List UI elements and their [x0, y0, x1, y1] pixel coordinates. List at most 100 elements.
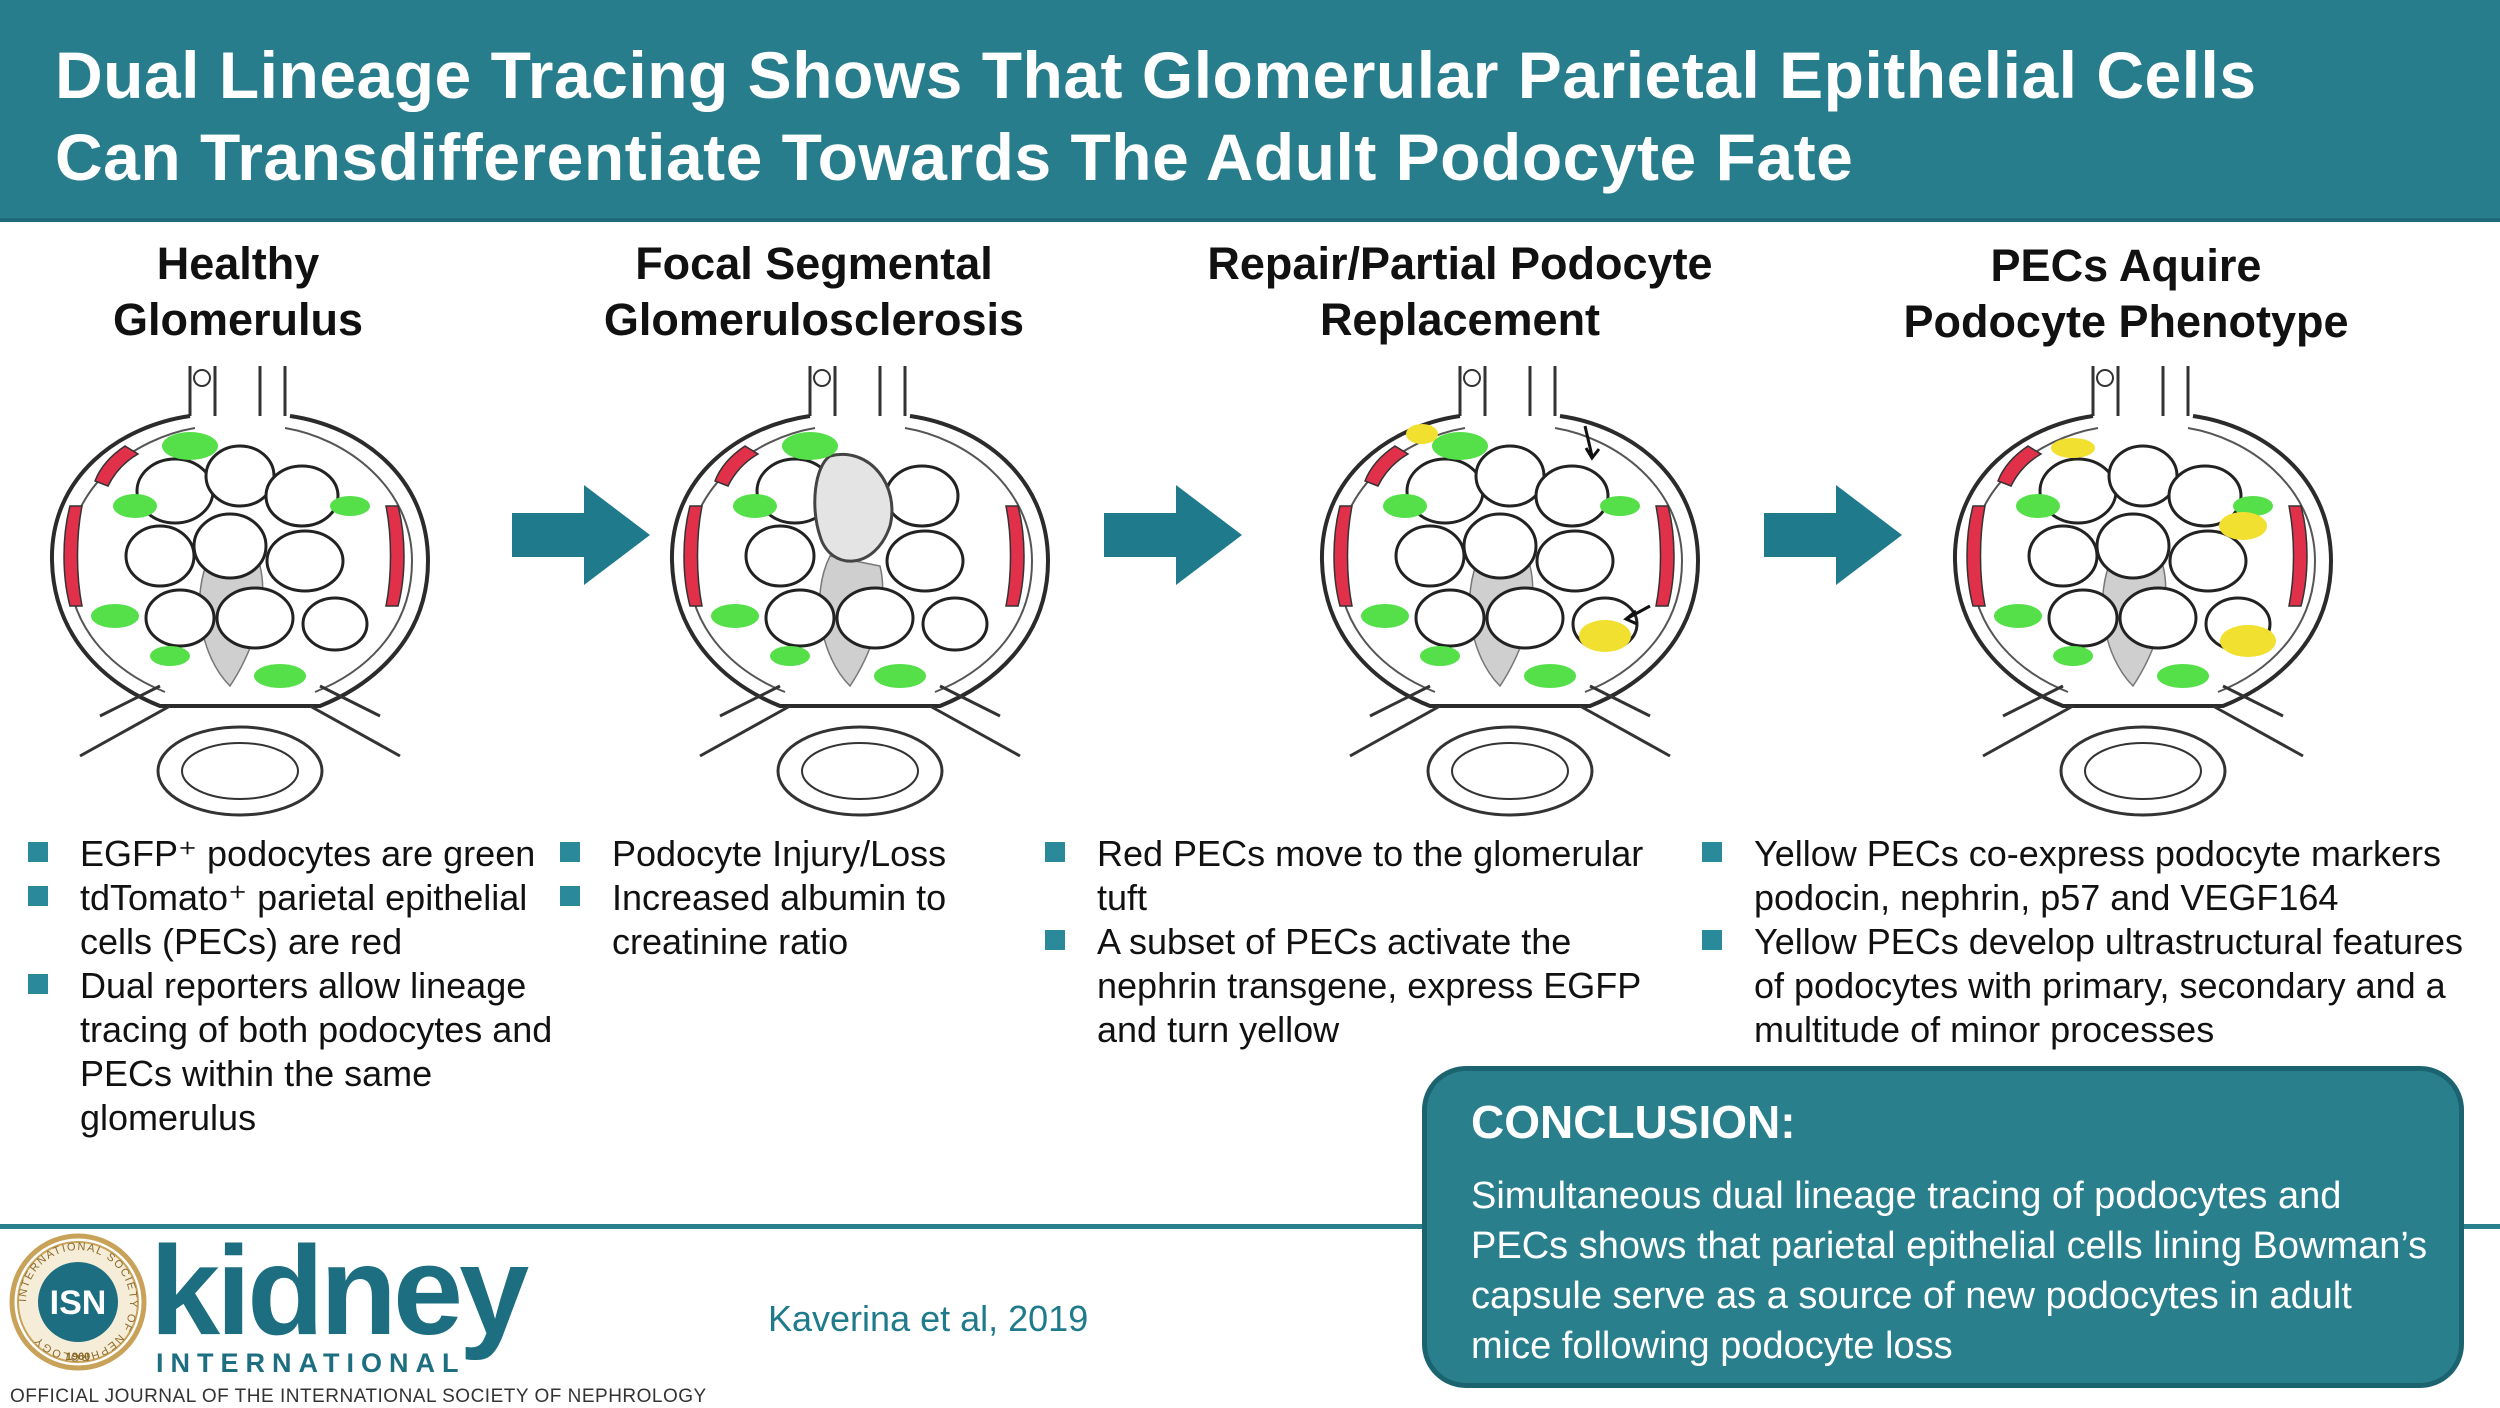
podocyte-green	[330, 496, 370, 516]
logo-year: 1960	[66, 1351, 90, 1363]
podocyte-green	[2016, 494, 2060, 518]
bullet-item: Yellow PECs co-express podocyte markers …	[1702, 832, 2492, 920]
pec-red-left	[683, 505, 703, 607]
capillary-loop	[764, 588, 836, 648]
arteriole-cell	[813, 369, 831, 387]
capillary-loop	[1485, 586, 1565, 650]
arteriole-stalk	[1458, 366, 1557, 426]
left-arrow-icon	[1623, 604, 1651, 626]
capillary-loop	[835, 586, 915, 650]
capillary-loop	[124, 524, 196, 588]
bullet-item: tdTomato⁺ parietal epithelial cells (PEC…	[28, 876, 568, 964]
capillary-loop	[2168, 529, 2248, 593]
title-banner: Dual Lineage Tracing Shows That Glomerul…	[0, 0, 2500, 222]
pec-red-left	[1333, 505, 1353, 607]
down-arrow-icon	[1583, 425, 1601, 461]
capillary-loop	[921, 596, 989, 652]
capillary-loop	[204, 444, 276, 508]
podocyte-green	[733, 494, 777, 518]
pec-yellow	[2219, 512, 2267, 540]
tubule-lumen	[2084, 742, 2202, 800]
bullet-list-fsgs: Podocyte Injury/Loss Increased albumin t…	[560, 832, 1020, 964]
bullet-list-pec-phenotype: Yellow PECs co-express podocyte markers …	[1702, 832, 2492, 1052]
arteriole-stalk	[808, 366, 907, 426]
pec-red-right	[2288, 505, 2308, 607]
podocyte-green	[2053, 646, 2093, 666]
podocyte-green	[711, 604, 759, 628]
capillary-loop	[264, 464, 340, 528]
isn-seal-icon: INTERNATIONAL SOCIETY OF NEPHROLOGY ISN …	[9, 1233, 147, 1371]
podocyte-green	[1994, 604, 2042, 628]
capillary-loop	[2167, 464, 2243, 528]
pec-yellow	[1579, 620, 1631, 652]
podocyte-green	[1383, 494, 1427, 518]
conclusion-box: CONCLUSION: Simultaneous dual lineage tr…	[1422, 1066, 2464, 1388]
pec-red-top	[1997, 445, 2043, 487]
capillary-loop	[215, 586, 295, 650]
bullet-item: Increased albumin to creatinine ratio	[560, 876, 1020, 964]
capillary-loop	[1462, 512, 1538, 580]
title-line-1: Dual Lineage Tracing Shows That Glomerul…	[55, 38, 2257, 112]
pec-yellow	[1406, 424, 1438, 444]
podocyte-green	[1420, 646, 1460, 666]
sclerotic-segment	[813, 453, 894, 563]
tubule-lumen	[181, 742, 299, 800]
capillary-loop	[1474, 444, 1546, 508]
pec-yellow	[2051, 438, 2095, 458]
podocyte-green	[150, 646, 190, 666]
capillary-loop	[1394, 524, 1466, 588]
pec-red-top	[1364, 445, 1410, 487]
bullet-item: EGFP⁺ podocytes are green	[28, 832, 568, 876]
capillary-loop	[2047, 588, 2119, 648]
vessel-lines	[79, 684, 401, 758]
pec-red-left	[63, 505, 83, 607]
podocyte-green	[782, 432, 838, 460]
capillary-loop	[1414, 588, 1486, 648]
capillary-loop	[301, 596, 369, 652]
podocyte-green	[254, 664, 306, 688]
capillary-loop	[144, 588, 216, 648]
capillary-loop	[1535, 529, 1615, 593]
bullet-list-repair: Red PECs move to the glomerular tuft A s…	[1045, 832, 1665, 1052]
footer-divider	[2462, 1224, 2500, 1229]
podocyte-green	[91, 604, 139, 628]
right-arrow-icon	[512, 485, 650, 585]
right-arrow-icon	[1104, 485, 1242, 585]
capillary-loop	[1534, 464, 1610, 528]
journal-line: OFFICIAL JOURNAL OF THE INTERNATIONAL SO…	[10, 1386, 707, 1407]
arteriole-cell	[2096, 369, 2114, 387]
podocyte-green	[1600, 496, 1640, 516]
pec-red-top	[714, 445, 760, 487]
capillary-loop	[2095, 512, 2171, 580]
vessel-lines	[1982, 684, 2304, 758]
podocyte-green	[1524, 664, 1576, 688]
podocyte-green	[162, 432, 218, 460]
conclusion-heading: CONCLUSION:	[1471, 1096, 1796, 1148]
podocyte-green	[874, 664, 926, 688]
capillary-loop	[2107, 444, 2179, 508]
bullet-list-healthy: EGFP⁺ podocytes are green tdTomato⁺ pari…	[28, 832, 568, 1140]
tubule-lumen	[1451, 742, 1569, 800]
podocyte-green	[770, 646, 810, 666]
logo-text: ISN	[50, 1284, 107, 1322]
capillary-loop	[192, 512, 268, 580]
arteriole-stalk	[2091, 366, 2190, 426]
podocyte-green	[1432, 432, 1488, 460]
capillary-loop	[2027, 524, 2099, 588]
capillary-loop	[885, 529, 965, 593]
conclusion-text: Simultaneous dual lineage tracing of pod…	[1471, 1175, 2428, 1367]
bullet-item: Yellow PECs develop ultrastructural feat…	[1702, 920, 2492, 1052]
glomerulus-pec-phenotype	[1952, 366, 2334, 817]
podocyte-green	[2233, 496, 2273, 516]
podocyte-green	[113, 494, 157, 518]
capillary-loop	[2118, 586, 2198, 650]
right-arrow-icon	[1764, 485, 1902, 585]
glomerulus-repair	[1319, 366, 1701, 817]
glomerulus-fsgs	[669, 366, 1051, 817]
bullet-item: A subset of PECs activate the nephrin tr…	[1045, 920, 1665, 1052]
podocyte-green	[1361, 604, 1409, 628]
capillary-loop	[265, 529, 345, 593]
